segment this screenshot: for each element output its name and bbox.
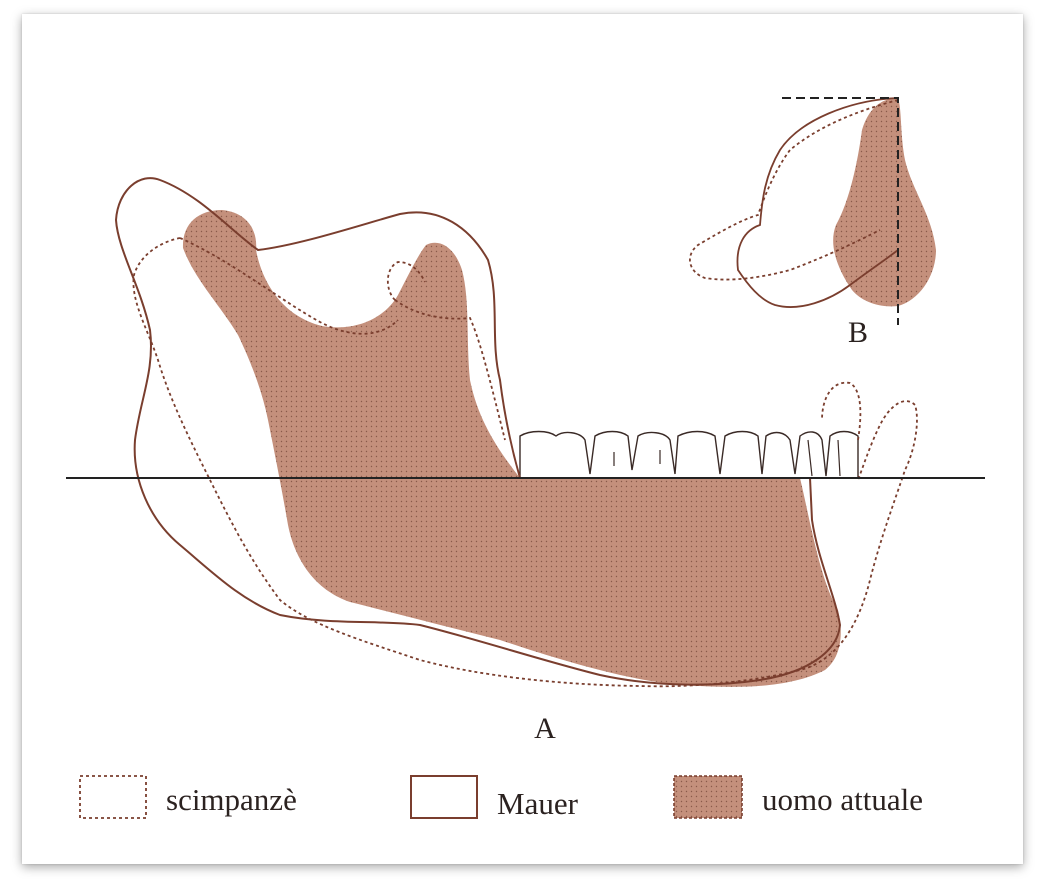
legend-label-mauer: Mauer — [497, 786, 579, 821]
legend-swatch-mauer — [411, 776, 477, 818]
legend-label-modern-human: uomo attuale — [762, 782, 923, 817]
modern-human-symphysis — [833, 98, 936, 306]
legend-swatch-modern-human — [674, 776, 742, 818]
teeth — [520, 432, 858, 479]
legend: scimpanzè Mauer uomo attuale — [80, 776, 923, 821]
legend-label-chimpanzee: scimpanzè — [166, 782, 297, 817]
label-a: A — [534, 712, 556, 745]
label-b: B — [848, 316, 868, 349]
legend-swatch-chimpanzee — [80, 776, 146, 818]
